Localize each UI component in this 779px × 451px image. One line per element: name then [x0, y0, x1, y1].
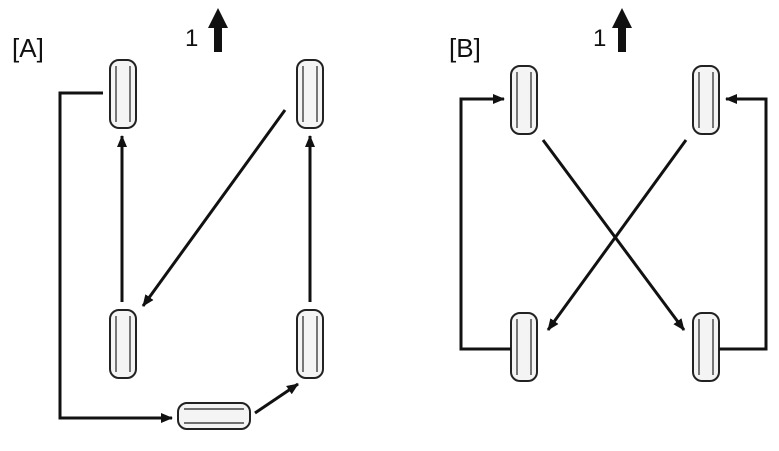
- panel-b-direction-label: 1: [593, 25, 606, 52]
- up-arrow-icon: [612, 8, 632, 52]
- panel-a-direction-indicator: 1: [185, 8, 228, 52]
- panel-b-arrow-rear-left-to-front-left: [459, 94, 511, 351]
- panel-a-arrow-front-right-to-rear-left: [141, 109, 287, 307]
- panel-b-tire-front-right: [692, 65, 720, 135]
- up-arrow-icon: [208, 8, 228, 52]
- panel-b-direction-indicator: 1: [593, 8, 632, 52]
- panel-a-arrow-front-left-to-spare: [58, 91, 173, 423]
- panel-b-tire-front-left: [510, 65, 538, 135]
- panel-b-tire-rear-left: [510, 312, 538, 382]
- panel-b-arrow-rear-right-to-front-right: [719, 94, 768, 351]
- panel-a-tire-rear-left: [109, 309, 137, 379]
- panel-a-tire-spare: [177, 402, 251, 430]
- panel-a-label: [A]: [12, 33, 44, 63]
- panel-a-arrow-spare-to-rear-right: [254, 382, 299, 415]
- panel-b-arrow-front-right-to-rear-left: [546, 139, 688, 331]
- panel-b-label: [B]: [449, 33, 481, 63]
- panel-a-tire-front-right: [296, 59, 324, 129]
- panel-a-tire-front-left: [109, 59, 137, 129]
- panel-b-arrow-front-left-to-rear-right: [541, 139, 686, 331]
- panel-a-direction-label: 1: [185, 25, 198, 52]
- panel-b-tire-rear-right: [692, 312, 720, 382]
- panel-a: [A] 1: [12, 8, 324, 430]
- panel-b: [B] 1: [449, 8, 768, 382]
- panel-a-tire-rear-right: [296, 309, 324, 379]
